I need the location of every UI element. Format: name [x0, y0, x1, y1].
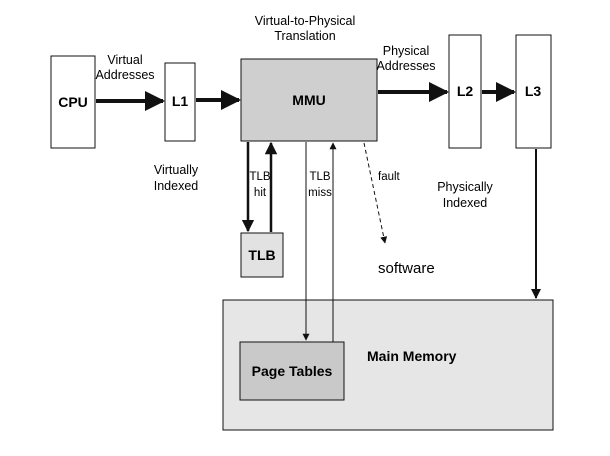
l1-label: L1 — [171, 93, 189, 109]
l1-box — [164, 62, 196, 142]
physical-addresses-label-line2: Addresses — [376, 59, 436, 73]
physical-addresses-label-line1: Physical — [382, 44, 430, 58]
mmu-label: MMU — [292, 92, 326, 108]
physically-indexed-label-line1: Physically — [437, 180, 493, 194]
fault-label: fault — [378, 171, 400, 183]
cpu-label: CPU — [58, 94, 88, 110]
tlb-hit-label-line1: TLB — [249, 171, 271, 183]
arrow-fault-dashed — [363, 142, 388, 244]
virtually-indexed-label-line2: Indexed — [153, 179, 199, 193]
virtually-indexed-label-line1: Virtually — [153, 163, 199, 177]
l2-box — [448, 34, 482, 149]
tlb-miss-label-line1: TLB — [309, 171, 331, 183]
translation-label-line1: Virtual-to-Physical — [254, 14, 356, 28]
l2-label: L2 — [456, 83, 474, 99]
cpu-box — [50, 55, 96, 149]
l3-label: L3 — [524, 83, 542, 99]
page-tables-box — [239, 341, 345, 401]
tlb-miss-label-line2: miss — [308, 187, 332, 199]
main-memory-label: Main Memory — [367, 348, 457, 364]
l3-box — [515, 34, 552, 149]
tlb-label: TLB — [248, 247, 276, 263]
translation-label-line2: Translation — [274, 29, 336, 43]
virtual-addresses-label-line2: Addresses — [95, 68, 155, 82]
tlb-box — [240, 232, 284, 278]
page-tables-label: Page Tables — [251, 363, 333, 379]
software-label: software — [378, 260, 435, 277]
virtual-addresses-label-line1: Virtual — [107, 53, 143, 67]
physically-indexed-label-line2: Indexed — [442, 196, 488, 210]
mmu-box — [240, 58, 378, 142]
tlb-hit-label-line2: hit — [253, 187, 267, 199]
